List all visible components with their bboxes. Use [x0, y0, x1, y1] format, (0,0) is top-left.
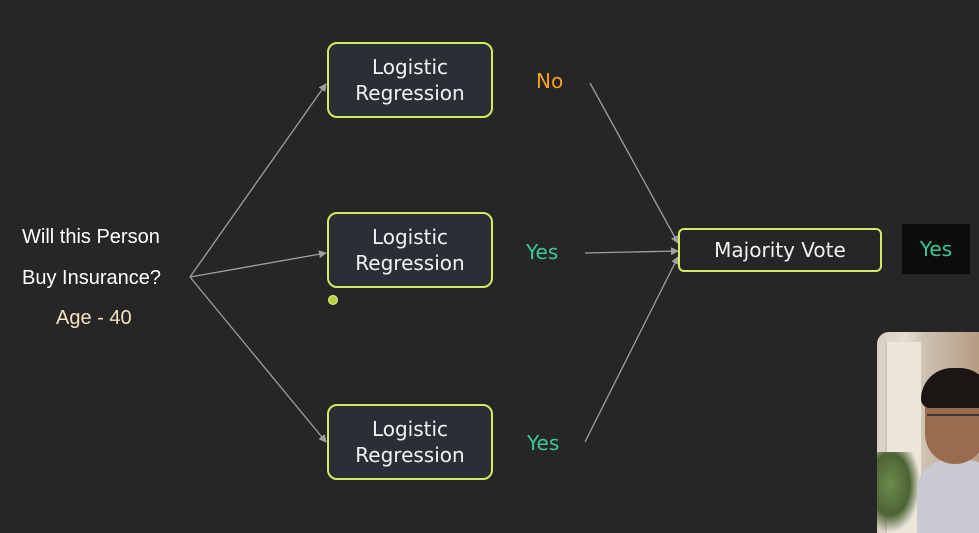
presenter-webcam-overlay	[877, 332, 979, 533]
majority-vote-label: Majority Vote	[714, 238, 846, 262]
arrow-to-model-3	[189, 276, 327, 443]
arrow-to-model-2	[189, 250, 327, 278]
final-output-label: Yes	[919, 237, 953, 261]
webcam-shirt	[917, 460, 979, 533]
model-2-line-1: Logistic	[371, 225, 449, 249]
model-box-3: Logistic Regression	[327, 404, 493, 480]
arrow-from-prediction-3	[584, 256, 679, 443]
arrow-to-model-1	[189, 83, 327, 278]
final-output-box: Yes	[902, 224, 970, 274]
model-1-line-1: Logistic	[371, 55, 449, 79]
model-box-1: Logistic Regression	[327, 42, 493, 118]
question-line-2: Buy Insurance?	[22, 267, 161, 289]
webcam-plant	[877, 452, 921, 533]
arrow-from-prediction-1	[589, 82, 679, 244]
age-label: Age - 40	[56, 307, 132, 329]
model-3-line-2: Regression	[355, 443, 465, 467]
prediction-1: No	[536, 69, 564, 93]
webcam-hair	[921, 368, 979, 408]
arrow-from-prediction-2	[584, 247, 679, 256]
model-box-2: Logistic Regression	[327, 212, 493, 288]
model-1-line-2: Regression	[355, 81, 465, 105]
webcam-glasses	[927, 414, 979, 426]
mouse-cursor-icon	[328, 295, 338, 305]
majority-vote-box: Majority Vote	[678, 228, 882, 272]
model-2-line-2: Regression	[355, 251, 465, 275]
prediction-3: Yes	[527, 431, 560, 455]
model-3-line-1: Logistic	[371, 417, 449, 441]
prediction-2: Yes	[526, 240, 559, 264]
question-line-1: Will this Person	[22, 226, 160, 248]
